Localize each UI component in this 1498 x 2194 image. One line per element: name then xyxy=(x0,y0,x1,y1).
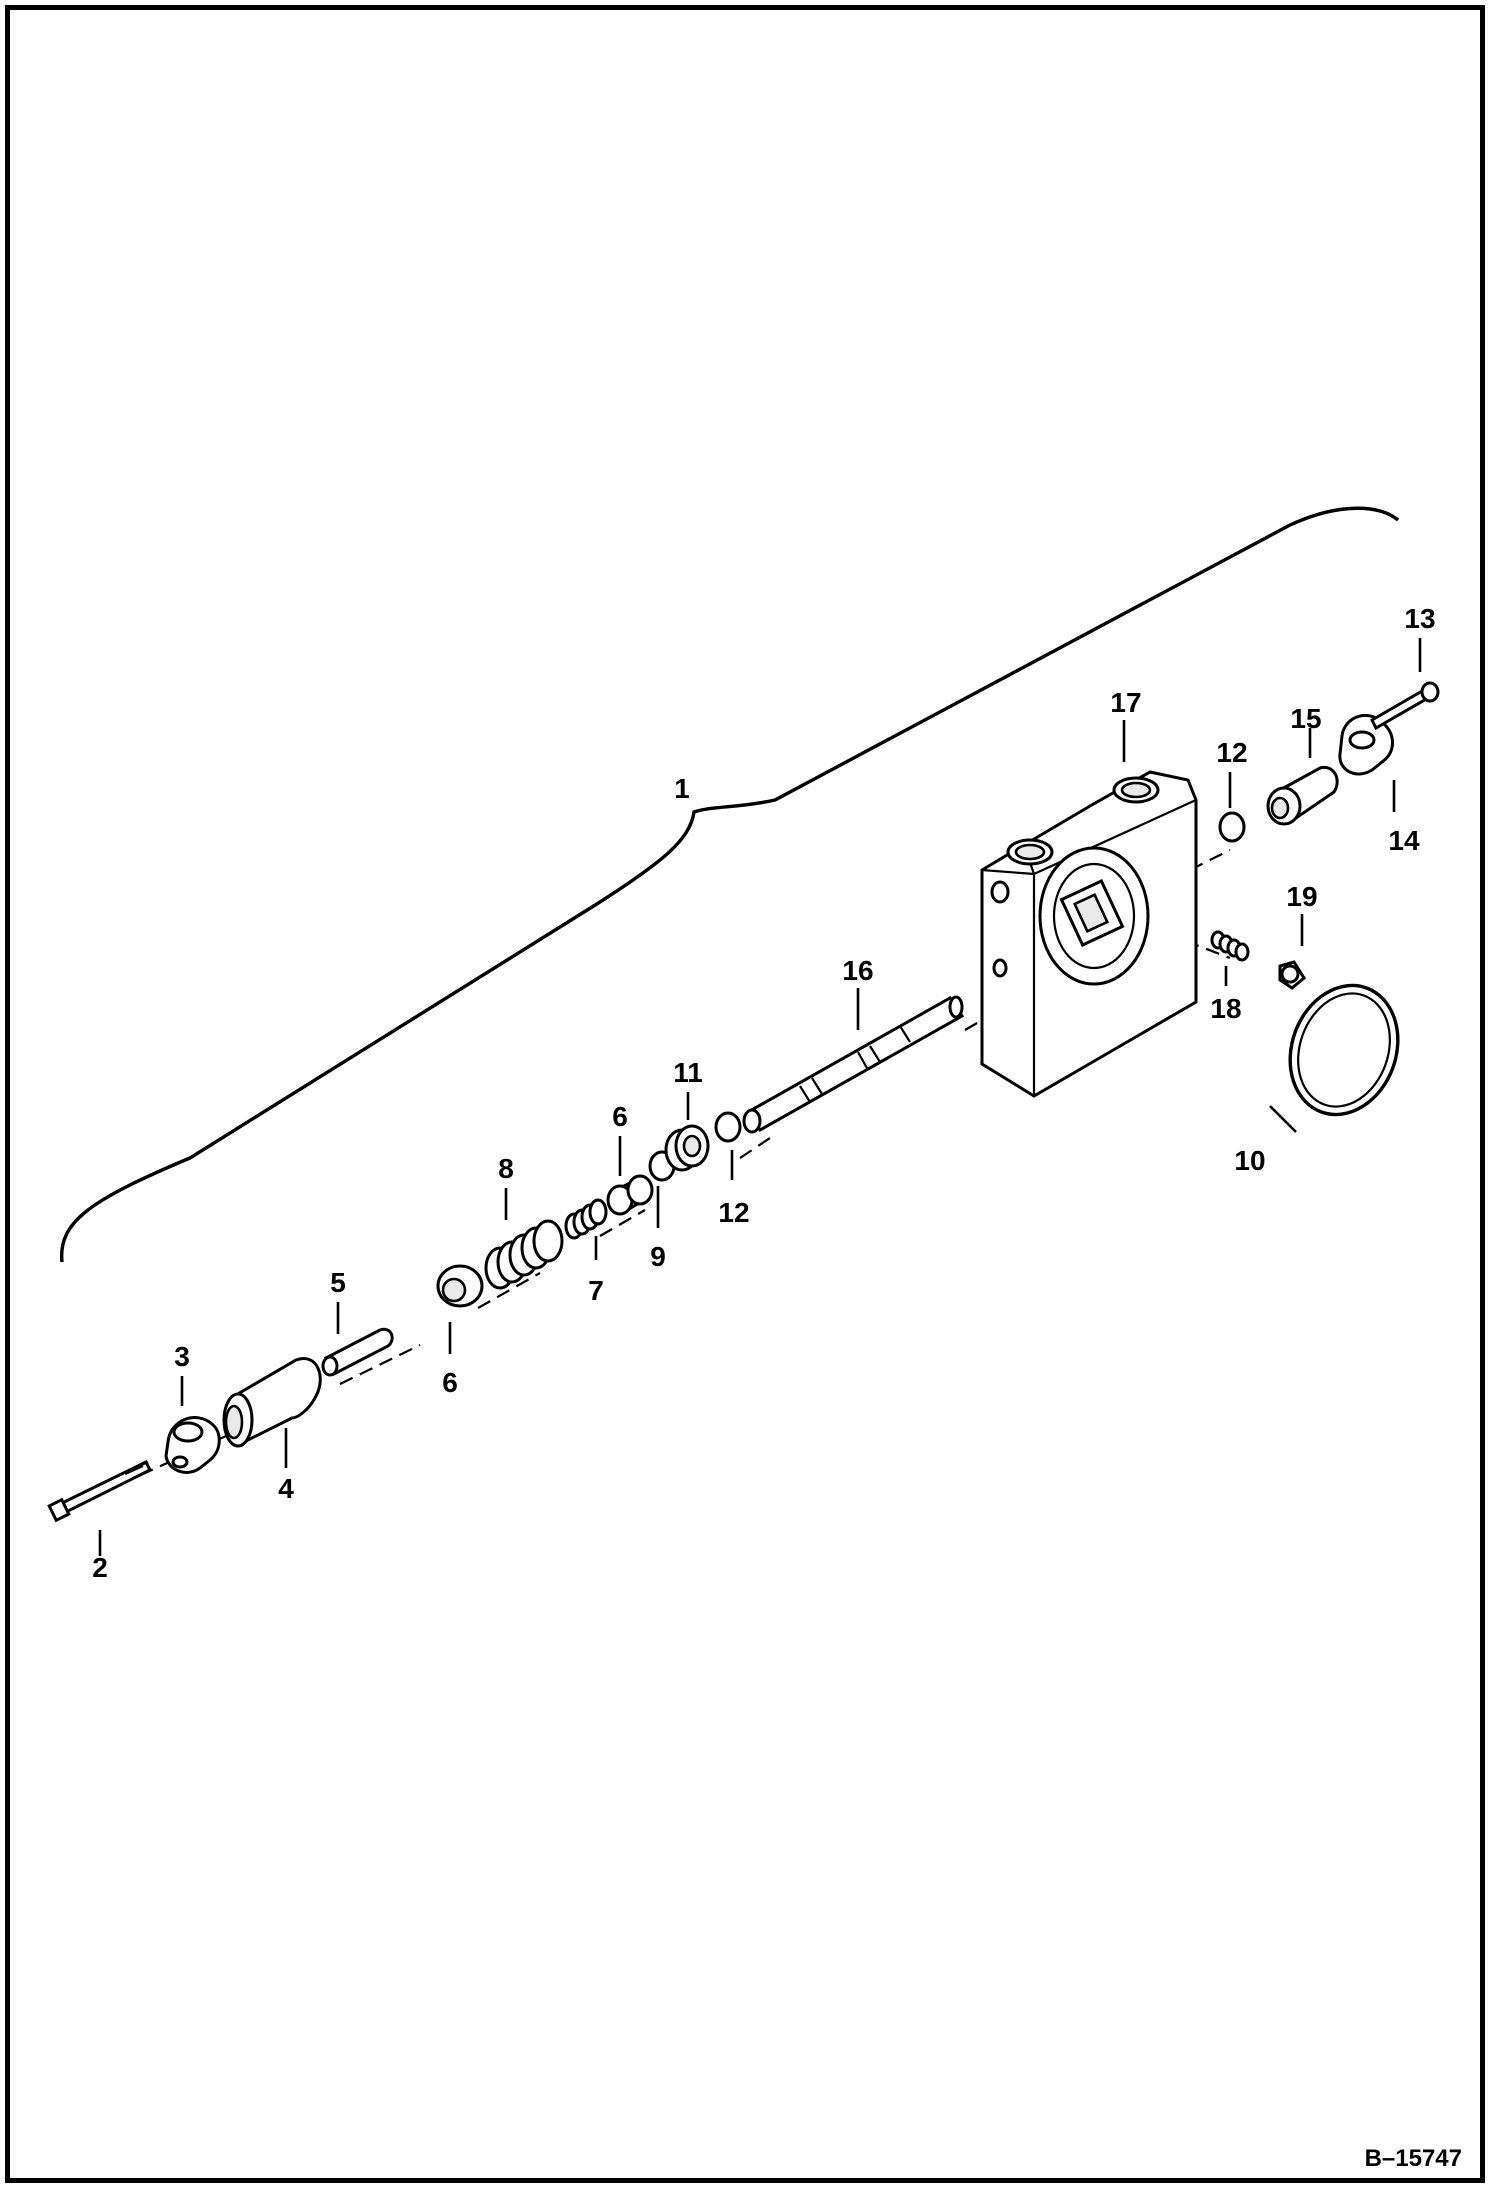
drawing-reference-number: B–15747 xyxy=(1365,2145,1462,2172)
callout-14: 14 xyxy=(1388,825,1420,856)
spool-part-16 xyxy=(742,995,965,1134)
callout-10: 10 xyxy=(1234,1145,1265,1176)
callout-2: 2 xyxy=(92,1552,108,1583)
spring-part-8 xyxy=(484,1219,564,1290)
leader-lines xyxy=(98,638,1422,1556)
callout-1: 1 xyxy=(674,773,690,804)
callout-7: 7 xyxy=(588,1275,604,1306)
plug-part-19 xyxy=(1278,960,1306,990)
o-ring-part-10 xyxy=(1288,983,1400,1117)
bolt-part-13 xyxy=(1370,681,1440,731)
seal-part-11 xyxy=(664,1124,710,1172)
flange-part-3 xyxy=(164,1416,221,1474)
callout-11: 11 xyxy=(673,1057,703,1088)
callout-4: 4 xyxy=(278,1473,294,1504)
callout-16: 16 xyxy=(842,955,873,986)
spring-part-18 xyxy=(1210,930,1250,962)
drawing-border xyxy=(5,5,1485,2183)
callout-18: 18 xyxy=(1210,993,1241,1024)
callout-labels: 1 2 3 4 5 6 6 7 8 9 10 11 12 12 13 14 15… xyxy=(92,603,1435,1583)
callout-12-left: 12 xyxy=(718,1197,749,1228)
spring-seat-part-6-lower xyxy=(436,1264,484,1308)
callout-9: 9 xyxy=(650,1241,666,1272)
cap-part-4 xyxy=(222,1357,322,1448)
valve-body-part-17 xyxy=(980,770,1198,1098)
flange-part-14 xyxy=(1338,714,1394,776)
bolt-part-2 xyxy=(47,1459,153,1523)
callout-6-upper: 6 xyxy=(612,1101,628,1132)
callout-8: 8 xyxy=(498,1153,514,1184)
callout-17: 17 xyxy=(1110,687,1141,718)
pin-part-5 xyxy=(321,1327,394,1377)
cap-part-15 xyxy=(1266,765,1339,826)
spring-part-7 xyxy=(564,1198,608,1240)
callout-3: 3 xyxy=(174,1341,190,1372)
spring-seat-part-6-upper xyxy=(606,1174,654,1216)
backup-ring-part-12-right xyxy=(1218,811,1246,843)
callout-19: 19 xyxy=(1286,881,1317,912)
backup-ring-part-12-left xyxy=(714,1111,742,1143)
callout-13: 13 xyxy=(1404,603,1435,634)
callout-5: 5 xyxy=(330,1267,346,1298)
callout-12-right: 12 xyxy=(1216,737,1247,768)
callout-15: 15 xyxy=(1290,703,1321,734)
assembly-brace xyxy=(60,506,1400,1263)
callout-6-lower: 6 xyxy=(442,1367,458,1398)
